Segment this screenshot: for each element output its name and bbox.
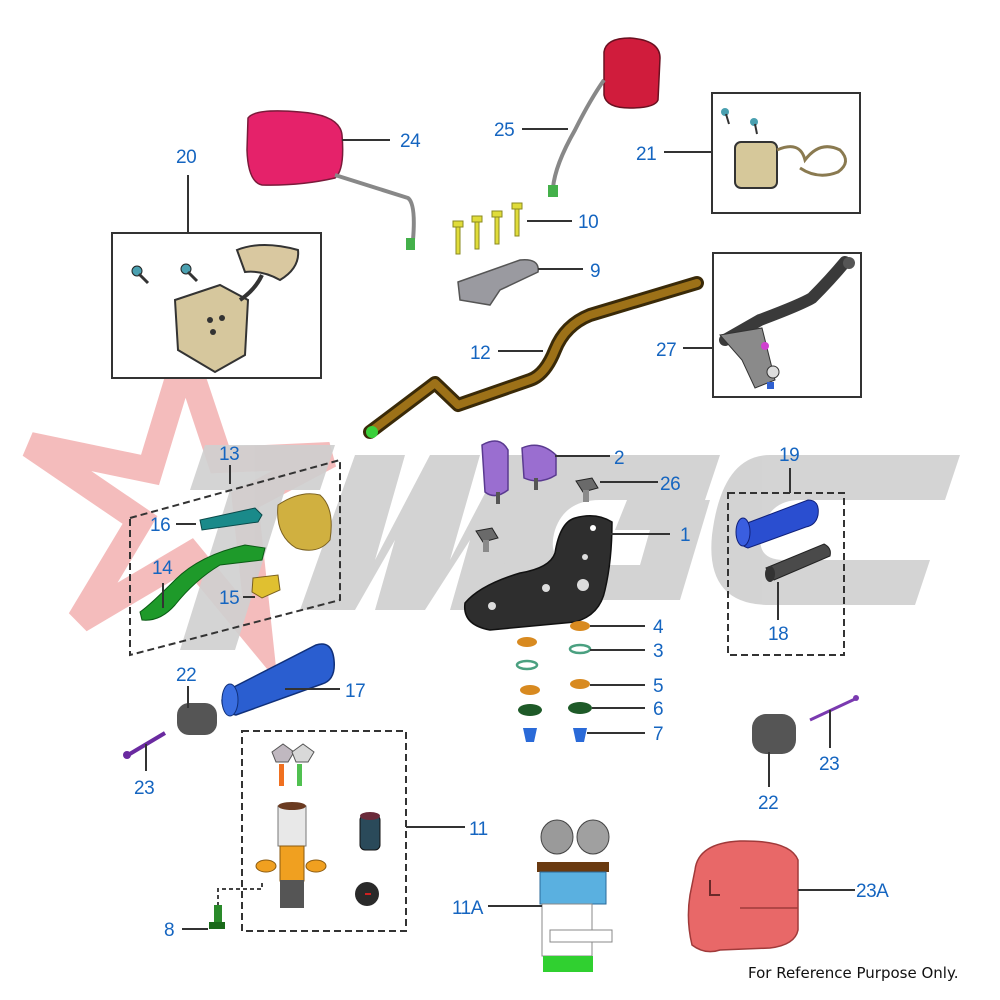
callout-22: 20 — [176, 147, 196, 168]
callout-2: 2 — [614, 448, 624, 469]
callout-27: 26 — [660, 474, 680, 495]
callout-8: 8 — [164, 920, 174, 941]
part-25-right-mirror[interactable] — [522, 37, 661, 197]
callout-5: 5 — [653, 676, 663, 697]
part-23a-switch-housing[interactable] — [687, 840, 855, 953]
part-2-lower-clamp[interactable] — [481, 440, 610, 504]
callout-16: 16 — [150, 515, 170, 536]
part-23-right-switch[interactable] — [664, 92, 861, 214]
part-1-holder-plate[interactable] — [463, 515, 670, 631]
part-22-left-switch[interactable] — [111, 175, 322, 379]
callout-18: 19 — [779, 445, 799, 466]
callout-4: 4 — [653, 617, 664, 638]
part-9-upper-clamp[interactable] — [457, 259, 583, 306]
part-26-clutch-lever[interactable] — [683, 252, 862, 398]
part-24-left-mirror[interactable] — [246, 110, 416, 250]
callout-20-left: 22 — [176, 665, 196, 686]
callout-11a: 11A — [452, 898, 484, 919]
part-11-ignition-lock-set[interactable] — [241, 730, 465, 932]
reference-note: For Reference Purpose Only. — [748, 964, 959, 982]
part-11a-ignition-switch[interactable] — [488, 819, 613, 972]
callout-20-right: 22 — [758, 793, 778, 814]
part-20-bar-end-right[interactable] — [752, 714, 796, 787]
callout-labels: 20 24 25 21 10 9 12 27 13 2 26 19 16 1 1… — [134, 120, 890, 941]
part-10-bolts[interactable] — [452, 202, 572, 255]
callout-26: 27 — [656, 340, 676, 361]
callout-14: 14 — [152, 558, 173, 579]
callout-13: 13 — [219, 444, 239, 465]
callout-1: 1 — [680, 525, 690, 546]
callout-7: 7 — [653, 724, 663, 745]
part-27-screw[interactable] — [475, 477, 658, 552]
screw-icon — [131, 263, 199, 285]
callout-11: 11 — [469, 819, 488, 840]
part-21-screw-left[interactable] — [123, 731, 167, 771]
callout-15: 15 — [219, 588, 239, 609]
part-21-screw-right[interactable] — [809, 695, 859, 748]
callout-25: 25 — [494, 120, 514, 141]
callout-21-right: 23 — [819, 754, 839, 775]
switch-housing-icon — [734, 141, 847, 189]
part-18-right-grip-assembly[interactable] — [727, 468, 845, 656]
callout-19: 18 — [768, 624, 788, 645]
callout-17: 17 — [345, 681, 365, 702]
callout-24: 24 — [400, 131, 421, 152]
callout-12: 12 — [470, 343, 490, 364]
screw-icon — [721, 108, 758, 135]
part-8-bolt[interactable] — [182, 880, 263, 930]
callout-21-left: 23 — [134, 778, 154, 799]
part-17-left-grip[interactable] — [221, 643, 340, 717]
callout-6: 6 — [653, 699, 663, 720]
part-20-bar-end-left[interactable] — [177, 686, 217, 735]
callout-23a: 23A — [856, 881, 889, 902]
part-washers[interactable] — [515, 621, 645, 742]
callout-9: 9 — [590, 261, 600, 282]
switch-housing-icon — [173, 244, 300, 374]
callout-10: 10 — [578, 212, 598, 233]
callout-23: 21 — [636, 144, 656, 165]
part-12-handlebar[interactable] — [363, 276, 704, 439]
part-13-brake-lever-assembly[interactable] — [129, 458, 341, 657]
callout-3: 3 — [653, 641, 663, 662]
